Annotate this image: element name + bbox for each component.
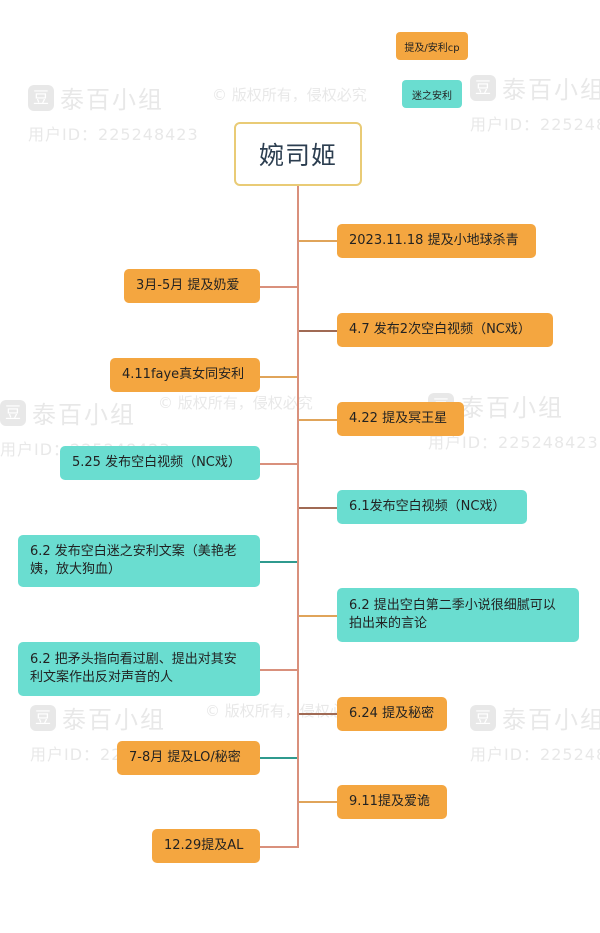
connector bbox=[299, 801, 337, 803]
watermark-brand: 泰百小组 bbox=[62, 706, 166, 734]
connector bbox=[260, 376, 297, 378]
connector bbox=[260, 286, 297, 288]
connector bbox=[299, 713, 337, 715]
timeline-node: 6.1发布空白视频（NC戏） bbox=[337, 490, 527, 524]
timeline-node: 5.25 发布空白视频（NC戏） bbox=[60, 446, 260, 480]
watermark: 豆泰百小组 用户ID：225248423 bbox=[28, 80, 199, 145]
connector bbox=[299, 419, 337, 421]
connector bbox=[299, 507, 337, 509]
legend-item-mystery-rec: 迷之安利 bbox=[402, 80, 462, 108]
timeline-node: 4.7 发布2次空白视频（NC戏） bbox=[337, 313, 553, 347]
timeline-node: 12.29提及AL bbox=[152, 829, 260, 863]
timeline-node: 9.11提及爱诡 bbox=[337, 785, 447, 819]
timeline-node: 6.24 提及秘密 bbox=[337, 697, 447, 731]
timeline-node: 3月-5月 提及奶爱 bbox=[124, 269, 260, 303]
connector bbox=[260, 846, 297, 848]
legend-item-mention-cp: 提及/安利cp bbox=[396, 32, 468, 60]
timeline-node: 4.22 提及冥王星 bbox=[337, 402, 464, 436]
watermark-logo-icon: 豆 bbox=[28, 84, 54, 111]
watermark-user-id: 用户ID：225248423 bbox=[470, 115, 600, 134]
watermark-brand: 泰百小组 bbox=[60, 86, 164, 114]
watermark-logo-icon: 豆 bbox=[470, 74, 496, 101]
timeline-spine bbox=[297, 186, 299, 848]
connector bbox=[260, 561, 297, 563]
connector bbox=[299, 240, 337, 242]
watermark-logo-icon: 豆 bbox=[470, 704, 496, 731]
timeline-node: 6.2 提出空白第二季小说很细腻可以拍出来的言论 bbox=[337, 588, 579, 642]
timeline-node: 4.11faye真女同安利 bbox=[110, 358, 260, 392]
connector bbox=[260, 757, 297, 759]
watermark-brand: 泰百小组 bbox=[460, 394, 564, 422]
watermark-user-id: 用户ID：225248423 bbox=[28, 125, 199, 144]
timeline-node: 7-8月 提及LO/秘密 bbox=[117, 741, 260, 775]
timeline-node: 2023.11.18 提及小地球杀青 bbox=[337, 224, 536, 258]
root-title: 婉司姬 bbox=[234, 122, 362, 186]
watermark-logo-icon: 豆 bbox=[0, 399, 26, 426]
connector bbox=[260, 669, 297, 671]
timeline-node: 6.2 把矛头指向看过剧、提出对其安利文案作出反对声音的人 bbox=[18, 642, 260, 696]
watermark-user-id: 用户ID：225248423 bbox=[470, 745, 600, 764]
watermark-brand: 泰百小组 bbox=[502, 76, 600, 104]
timeline-node: 6.2 发布空白迷之安利文案（美艳老姨，放大狗血） bbox=[18, 535, 260, 587]
watermark-brand: 泰百小组 bbox=[32, 401, 136, 429]
watermark-logo-icon: 豆 bbox=[30, 704, 56, 731]
connector bbox=[299, 615, 337, 617]
watermark-copyright: © 版权所有，侵权必究 bbox=[212, 86, 367, 104]
connector bbox=[299, 330, 337, 332]
watermark-copyright: © 版权所有，侵权必究 bbox=[158, 394, 313, 412]
watermark-brand: 泰百小组 bbox=[502, 706, 600, 734]
connector bbox=[260, 463, 297, 465]
